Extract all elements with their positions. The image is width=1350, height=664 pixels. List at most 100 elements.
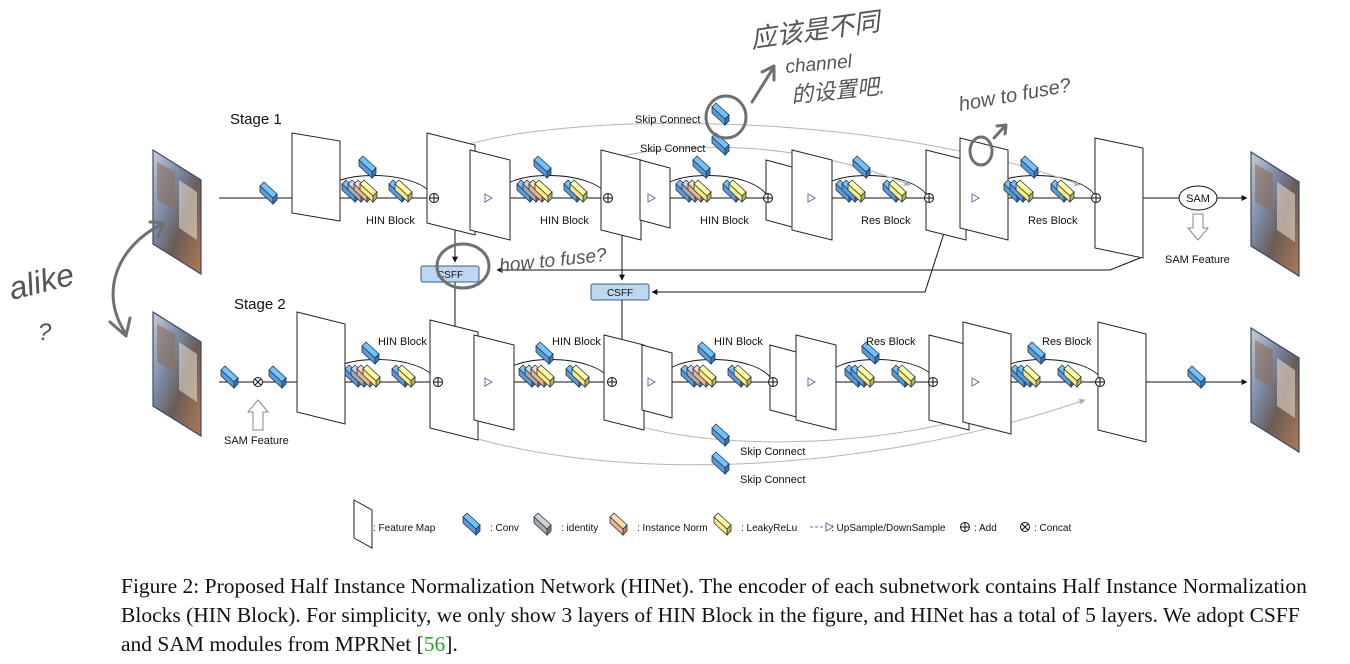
block-label: HIN Block [714, 336, 763, 348]
skip-arc [454, 398, 1086, 466]
cuboid-front [259, 185, 274, 205]
csff-box [590, 283, 650, 301]
feature-map [639, 159, 671, 229]
legend-feature-map: : Feature Map [373, 523, 436, 534]
skip-connect-label: Skip Connect [640, 143, 705, 155]
block-label: Res Block [1042, 336, 1092, 348]
cuboid-front [1022, 368, 1037, 388]
updown-arrow [971, 193, 981, 203]
legend-conv-cube [462, 512, 481, 536]
cuboid-front [534, 183, 549, 203]
skip-connect-conv [711, 423, 730, 447]
updown-arrow [647, 377, 657, 387]
block-stack [565, 364, 590, 388]
skip-connect-label: Skip Connect [635, 114, 700, 126]
residual-loop [655, 175, 769, 199]
block-stack [341, 179, 378, 203]
updown-arrow [484, 377, 494, 387]
input-image-stage2 [152, 310, 202, 438]
conv-block [1027, 341, 1046, 365]
csff-link [496, 257, 1141, 273]
block-stack [388, 179, 413, 203]
cuboid-front [359, 183, 374, 203]
figure-caption: Figure 2: Proposed Half Instance Normali… [121, 572, 1331, 659]
add-node [924, 193, 934, 203]
sam-module: SAM [1178, 185, 1218, 211]
cuboid-front [362, 368, 377, 388]
cuboid-front [711, 106, 726, 126]
csff-label: CSFF [437, 270, 463, 281]
photo-building [1255, 340, 1273, 388]
add-node [429, 193, 439, 203]
legend-instance-norm-cube [609, 512, 628, 536]
block-stack [680, 364, 717, 388]
block-stack [1050, 179, 1075, 203]
cuboid-front [609, 516, 624, 536]
csff-module: CSFF [590, 283, 650, 301]
stack-layer [571, 364, 590, 388]
conv-block [861, 341, 880, 365]
feature-maps-layer [291, 132, 1147, 443]
block-stack [675, 179, 712, 203]
legend-leaky-relu: : LeakyReLu [741, 523, 797, 534]
cuboid-front [533, 159, 548, 179]
feature-map [291, 132, 341, 222]
csff-label: CSFF [607, 288, 633, 299]
cuboid-front [535, 345, 550, 365]
block-stack [882, 179, 907, 203]
skip-connect-label: Skip Connect [740, 474, 805, 486]
annotation-chinese-top: 应该是不同 [749, 6, 885, 54]
conv-block [268, 365, 287, 389]
conv-block [220, 365, 239, 389]
csff-box [420, 265, 480, 283]
conv-block [259, 181, 278, 205]
cuboid-front [852, 159, 867, 179]
stack-layer [536, 364, 555, 388]
block-label: Res Block [866, 336, 916, 348]
legend-concat: : Concat [1034, 523, 1071, 534]
conv-block [361, 341, 380, 365]
curved-double-arrow [111, 222, 164, 336]
skip-connect-conv [711, 451, 730, 475]
stack-layer [569, 179, 588, 203]
block-label: Res Block [1028, 215, 1078, 227]
feature-map [603, 334, 645, 431]
add-node [768, 377, 778, 387]
add-node [763, 193, 773, 203]
stack-layer [1063, 364, 1082, 388]
feature-map [469, 149, 511, 241]
block-stack [391, 364, 416, 388]
stack-layer [534, 179, 553, 203]
cuboid-front [569, 183, 584, 203]
sam-feature-arrow [246, 399, 270, 431]
legend-updown-arrowhead [825, 522, 835, 532]
annotation-how-to-fuse: how to fuse? [498, 245, 608, 277]
legend-add: : Add [974, 523, 997, 534]
cuboid-front [847, 183, 862, 203]
legend-updown: : UpSample/DownSample [831, 523, 946, 534]
block-label: HIN Block [378, 336, 427, 348]
feature-map [1094, 137, 1144, 259]
block-stack [344, 364, 381, 388]
legend-identity-icon [533, 512, 552, 536]
add-node [928, 377, 938, 387]
cuboid-front [536, 368, 551, 388]
caption-text: Figure 2: Proposed Half Instance Normali… [121, 574, 1307, 656]
legend-leaky-relu-cube [713, 512, 732, 536]
legend-conv: : Conv [490, 523, 519, 534]
cuboid-front [711, 136, 726, 156]
stack-layer [394, 179, 413, 203]
annotation-how-to-fuse: how to fuse? [957, 74, 1073, 116]
block-stack [835, 179, 866, 203]
feature-map [296, 311, 346, 425]
legend-feature-map-icon [353, 499, 373, 549]
annotation-circle [704, 94, 748, 140]
add-node [1091, 193, 1101, 203]
stack-layer [397, 364, 416, 388]
stack-layer [1022, 364, 1041, 388]
stack-layer [847, 179, 866, 203]
photo-facade [179, 180, 197, 240]
conv-block [535, 341, 554, 365]
residual-loop [815, 175, 929, 199]
legend-leaky-relu-icon [713, 512, 732, 536]
